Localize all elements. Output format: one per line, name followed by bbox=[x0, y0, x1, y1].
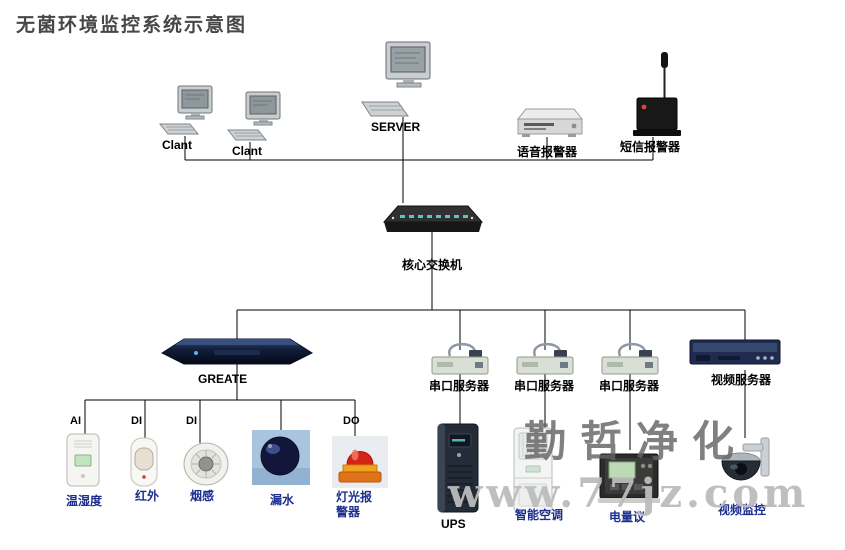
smoke-label: 烟感 bbox=[190, 489, 215, 503]
voice-alarm-icon bbox=[516, 108, 584, 137]
greate-rack-icon bbox=[160, 338, 314, 365]
light-alarm-icon bbox=[332, 436, 388, 488]
temp-humidity-sensor-icon bbox=[66, 433, 100, 487]
ups-icon bbox=[437, 423, 479, 513]
port-ai-label: AI bbox=[70, 415, 81, 427]
smart-ac-label: 智能空调 bbox=[515, 508, 564, 522]
server-computer-icon bbox=[361, 41, 431, 117]
server-label: SERVER bbox=[371, 120, 421, 134]
sms-alarm-label: 短信报警器 bbox=[620, 140, 681, 154]
light-alarm-label: 灯光报警器 bbox=[336, 490, 373, 519]
page-title: 无菌环境监控系统示意图 bbox=[16, 15, 248, 36]
sms-alarm-icon bbox=[633, 52, 681, 136]
video-server-icon bbox=[689, 339, 781, 365]
infrared-sensor-icon bbox=[130, 437, 158, 487]
core-switch-label: 核心交换机 bbox=[402, 258, 463, 272]
core-switch-icon bbox=[382, 205, 484, 232]
serial-server-icon bbox=[516, 343, 574, 375]
serial-server3-label: 串口服务器 bbox=[599, 379, 660, 393]
temp-humidity-label: 温湿度 bbox=[66, 494, 103, 508]
video-monitor-label: 视频监控 bbox=[718, 503, 767, 517]
voice-alarm-label: 语音报警器 bbox=[517, 145, 578, 159]
client1-label: Clant bbox=[162, 138, 192, 152]
port-do-label: DO bbox=[343, 415, 360, 427]
water-leak-label: 漏水 bbox=[270, 493, 295, 507]
serial-server-icon bbox=[431, 343, 489, 375]
water-leak-sensor-icon bbox=[252, 430, 310, 485]
serial-server2-label: 串口服务器 bbox=[514, 379, 575, 393]
smart-ac-icon bbox=[513, 427, 553, 513]
serial-server1-label: 串口服务器 bbox=[429, 379, 490, 393]
ups-label: UPS bbox=[441, 517, 466, 531]
video-server-label: 视频服务器 bbox=[711, 373, 772, 387]
client-computer-icon bbox=[158, 85, 213, 135]
client2-label: Clant bbox=[232, 144, 262, 158]
serial-server-icon bbox=[601, 343, 659, 375]
port-di2-label: DI bbox=[186, 415, 197, 427]
greate-label: GREATE bbox=[198, 372, 248, 386]
power-meter-icon bbox=[598, 453, 660, 503]
smoke-detector-icon bbox=[183, 442, 229, 486]
power-meter-label: 电量议 bbox=[609, 510, 646, 524]
infrared-label: 红外 bbox=[135, 489, 160, 503]
port-di1-label: DI bbox=[131, 415, 142, 427]
client-computer-icon bbox=[226, 91, 281, 141]
dome-camera-icon bbox=[721, 437, 770, 481]
